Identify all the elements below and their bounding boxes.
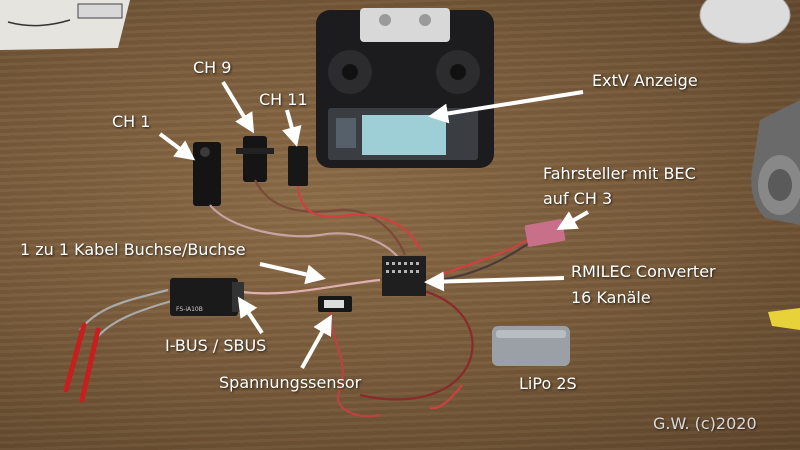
label-ch11: CH 11 xyxy=(259,90,308,109)
yellow-tag xyxy=(768,308,800,330)
rmilec-converter xyxy=(382,256,426,296)
servo-ch9 xyxy=(236,136,274,182)
transmitter xyxy=(316,8,494,168)
arrow-ch11 xyxy=(282,109,302,147)
label-ibus: I-BUS / SBUS xyxy=(165,336,267,355)
gray-object xyxy=(751,100,800,225)
voltage-sensor xyxy=(318,296,352,312)
label-esc-line2: auf CH 3 xyxy=(543,189,613,208)
antenna-tips xyxy=(63,322,101,403)
arrow-ch9 xyxy=(221,80,255,134)
label-rmilec-line2: 16 Kanäle xyxy=(571,288,651,307)
esc-board xyxy=(524,219,566,247)
label-extv: ExtV Anzeige xyxy=(592,71,698,90)
arrow-esc xyxy=(556,210,589,230)
svg-text:FS-iA10B: FS-iA10B xyxy=(176,306,203,313)
receiver: FS-iA10B xyxy=(170,278,244,316)
mouse xyxy=(699,0,791,44)
servo-ch1 xyxy=(193,142,221,206)
servo-ch11 xyxy=(288,146,308,186)
annotation-arrows xyxy=(158,80,589,369)
arrow-sensor xyxy=(300,314,332,369)
watermark: G.W. (c)2020 xyxy=(653,414,757,433)
label-lipo: LiPo 2S xyxy=(519,374,577,393)
arrow-ch1 xyxy=(158,132,196,161)
arrow-rmilec xyxy=(424,271,565,292)
label-cable: 1 zu 1 Kabel Buchse/Buchse xyxy=(20,240,246,259)
label-ch9: CH 9 xyxy=(193,58,232,77)
label-esc-line1: Fahrsteller mit BEC xyxy=(543,164,696,183)
arrow-extv xyxy=(428,90,584,124)
arrow-cable xyxy=(259,262,326,285)
arrow-ibus xyxy=(237,296,264,335)
label-ch1: CH 1 xyxy=(112,112,151,131)
label-sensor: Spannungssensor xyxy=(219,373,362,392)
label-rmilec-line1: RMILEC Converter xyxy=(571,262,716,281)
paper-sheet xyxy=(0,0,130,50)
lipo-battery xyxy=(492,326,570,366)
